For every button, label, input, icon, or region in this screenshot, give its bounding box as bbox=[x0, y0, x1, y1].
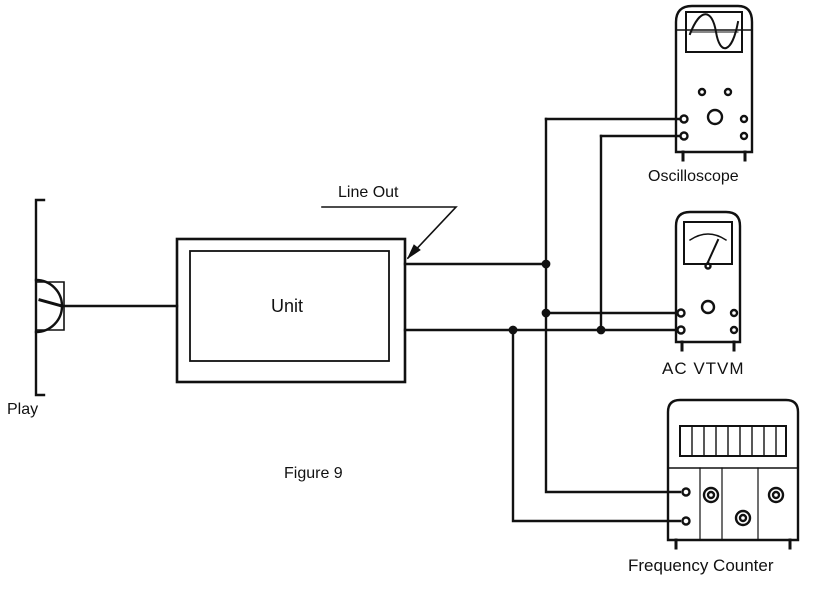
ac-vtvm-label: AC VTVM bbox=[662, 359, 745, 378]
oscilloscope-label: Oscilloscope bbox=[648, 168, 739, 185]
line-out-leader bbox=[321, 206, 458, 260]
frequency-counter-label: Frequency Counter bbox=[628, 556, 774, 575]
unit-label: Unit bbox=[271, 296, 304, 316]
line-out-label: Line Out bbox=[338, 184, 399, 201]
unit-box bbox=[175, 237, 407, 384]
play-head-icon bbox=[34, 198, 65, 397]
oscilloscope-icon bbox=[674, 4, 754, 162]
frequency-counter-icon bbox=[666, 398, 800, 550]
figure-caption: Figure 9 bbox=[284, 465, 343, 482]
ac-vtvm-icon bbox=[674, 210, 742, 352]
wire-signal-bus bbox=[544, 117, 682, 494]
play-label: Play bbox=[7, 401, 39, 418]
